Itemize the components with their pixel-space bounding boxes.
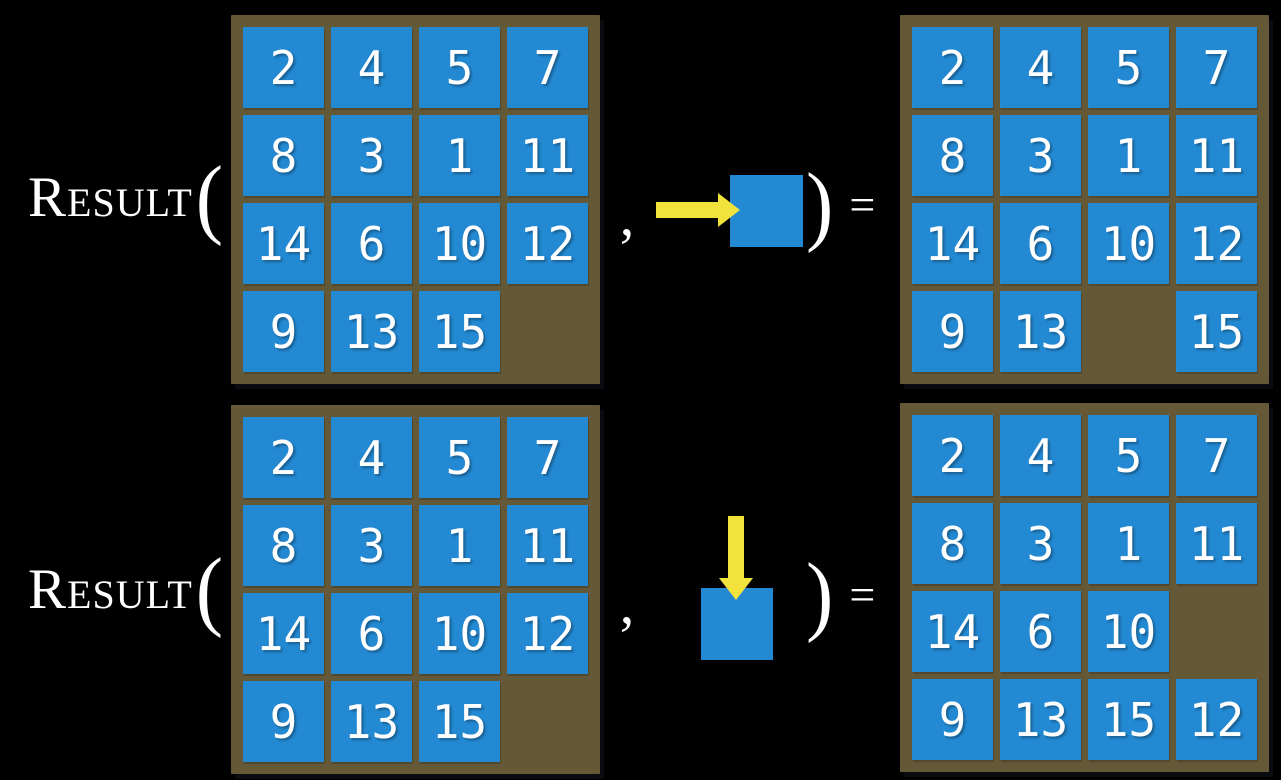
tile-14: 14 [243, 593, 324, 674]
tile-1: 1 [419, 115, 500, 196]
blank-tile-square [730, 175, 803, 247]
comma-separator: , [619, 571, 635, 637]
tile-15: 15 [1088, 679, 1169, 760]
tile-3: 3 [331, 115, 412, 196]
blank-cell [1176, 591, 1257, 672]
result-function-label: Result( [28, 539, 224, 639]
tile-3: 3 [331, 505, 412, 586]
tile-9: 9 [912, 679, 993, 760]
tile-12: 12 [507, 203, 588, 284]
tile-8: 8 [243, 505, 324, 586]
tile-10: 10 [1088, 591, 1169, 672]
tile-2: 2 [243, 417, 324, 498]
tile-2: 2 [912, 27, 993, 108]
tile-1: 1 [419, 505, 500, 586]
tile-6: 6 [1000, 591, 1081, 672]
tile-13: 13 [331, 291, 412, 372]
down-arrow-icon [719, 516, 753, 600]
tile-14: 14 [912, 591, 993, 672]
tile-2: 2 [912, 415, 993, 496]
tile-1: 1 [1088, 503, 1169, 584]
tile-11: 11 [507, 505, 588, 586]
tile-8: 8 [243, 115, 324, 196]
tile-9: 9 [243, 681, 324, 762]
equals-sign: = [849, 569, 876, 620]
tile-7: 7 [1176, 415, 1257, 496]
tile-9: 9 [243, 291, 324, 372]
tile-12: 12 [1176, 203, 1257, 284]
tile-9: 9 [912, 291, 993, 372]
tile-13: 13 [1000, 679, 1081, 760]
blank-tile-square [701, 588, 773, 660]
tile-6: 6 [331, 203, 412, 284]
tile-11: 11 [507, 115, 588, 196]
tile-15: 15 [419, 291, 500, 372]
tile-12: 12 [507, 593, 588, 674]
tile-12: 12 [1176, 679, 1257, 760]
tile-13: 13 [1000, 291, 1081, 372]
tile-11: 11 [1176, 115, 1257, 196]
tile-5: 5 [419, 417, 500, 498]
tile-11: 11 [1176, 503, 1257, 584]
blank-cell [1088, 291, 1169, 372]
tile-4: 4 [331, 27, 412, 108]
function-name: Result [28, 558, 193, 621]
tile-7: 7 [1176, 27, 1257, 108]
close-paren-equals: ) = [806, 545, 876, 644]
tile-7: 7 [507, 27, 588, 108]
tile-15: 15 [419, 681, 500, 762]
tile-14: 14 [243, 203, 324, 284]
tile-5: 5 [419, 27, 500, 108]
result-function-label: Result( [28, 147, 224, 247]
tile-10: 10 [419, 203, 500, 284]
blank-cell [507, 291, 588, 372]
right-arrow-icon [656, 193, 740, 227]
tile-8: 8 [912, 503, 993, 584]
tile-8: 8 [912, 115, 993, 196]
tile-4: 4 [1000, 415, 1081, 496]
comma-separator: , [619, 183, 635, 249]
tile-7: 7 [507, 417, 588, 498]
tile-14: 14 [912, 203, 993, 284]
tile-10: 10 [1088, 203, 1169, 284]
tile-4: 4 [1000, 27, 1081, 108]
function-name: Result [28, 166, 193, 229]
tile-10: 10 [419, 593, 500, 674]
close-paren-equals: ) = [806, 155, 876, 254]
tile-15: 15 [1176, 291, 1257, 372]
tile-2: 2 [243, 27, 324, 108]
tile-1: 1 [1088, 115, 1169, 196]
tile-6: 6 [1000, 203, 1081, 284]
tile-5: 5 [1088, 415, 1169, 496]
equals-sign: = [849, 179, 876, 230]
tile-3: 3 [1000, 115, 1081, 196]
tile-5: 5 [1088, 27, 1169, 108]
tile-4: 4 [331, 417, 412, 498]
tile-6: 6 [331, 593, 412, 674]
blank-cell [507, 681, 588, 762]
tile-13: 13 [331, 681, 412, 762]
tile-3: 3 [1000, 503, 1081, 584]
